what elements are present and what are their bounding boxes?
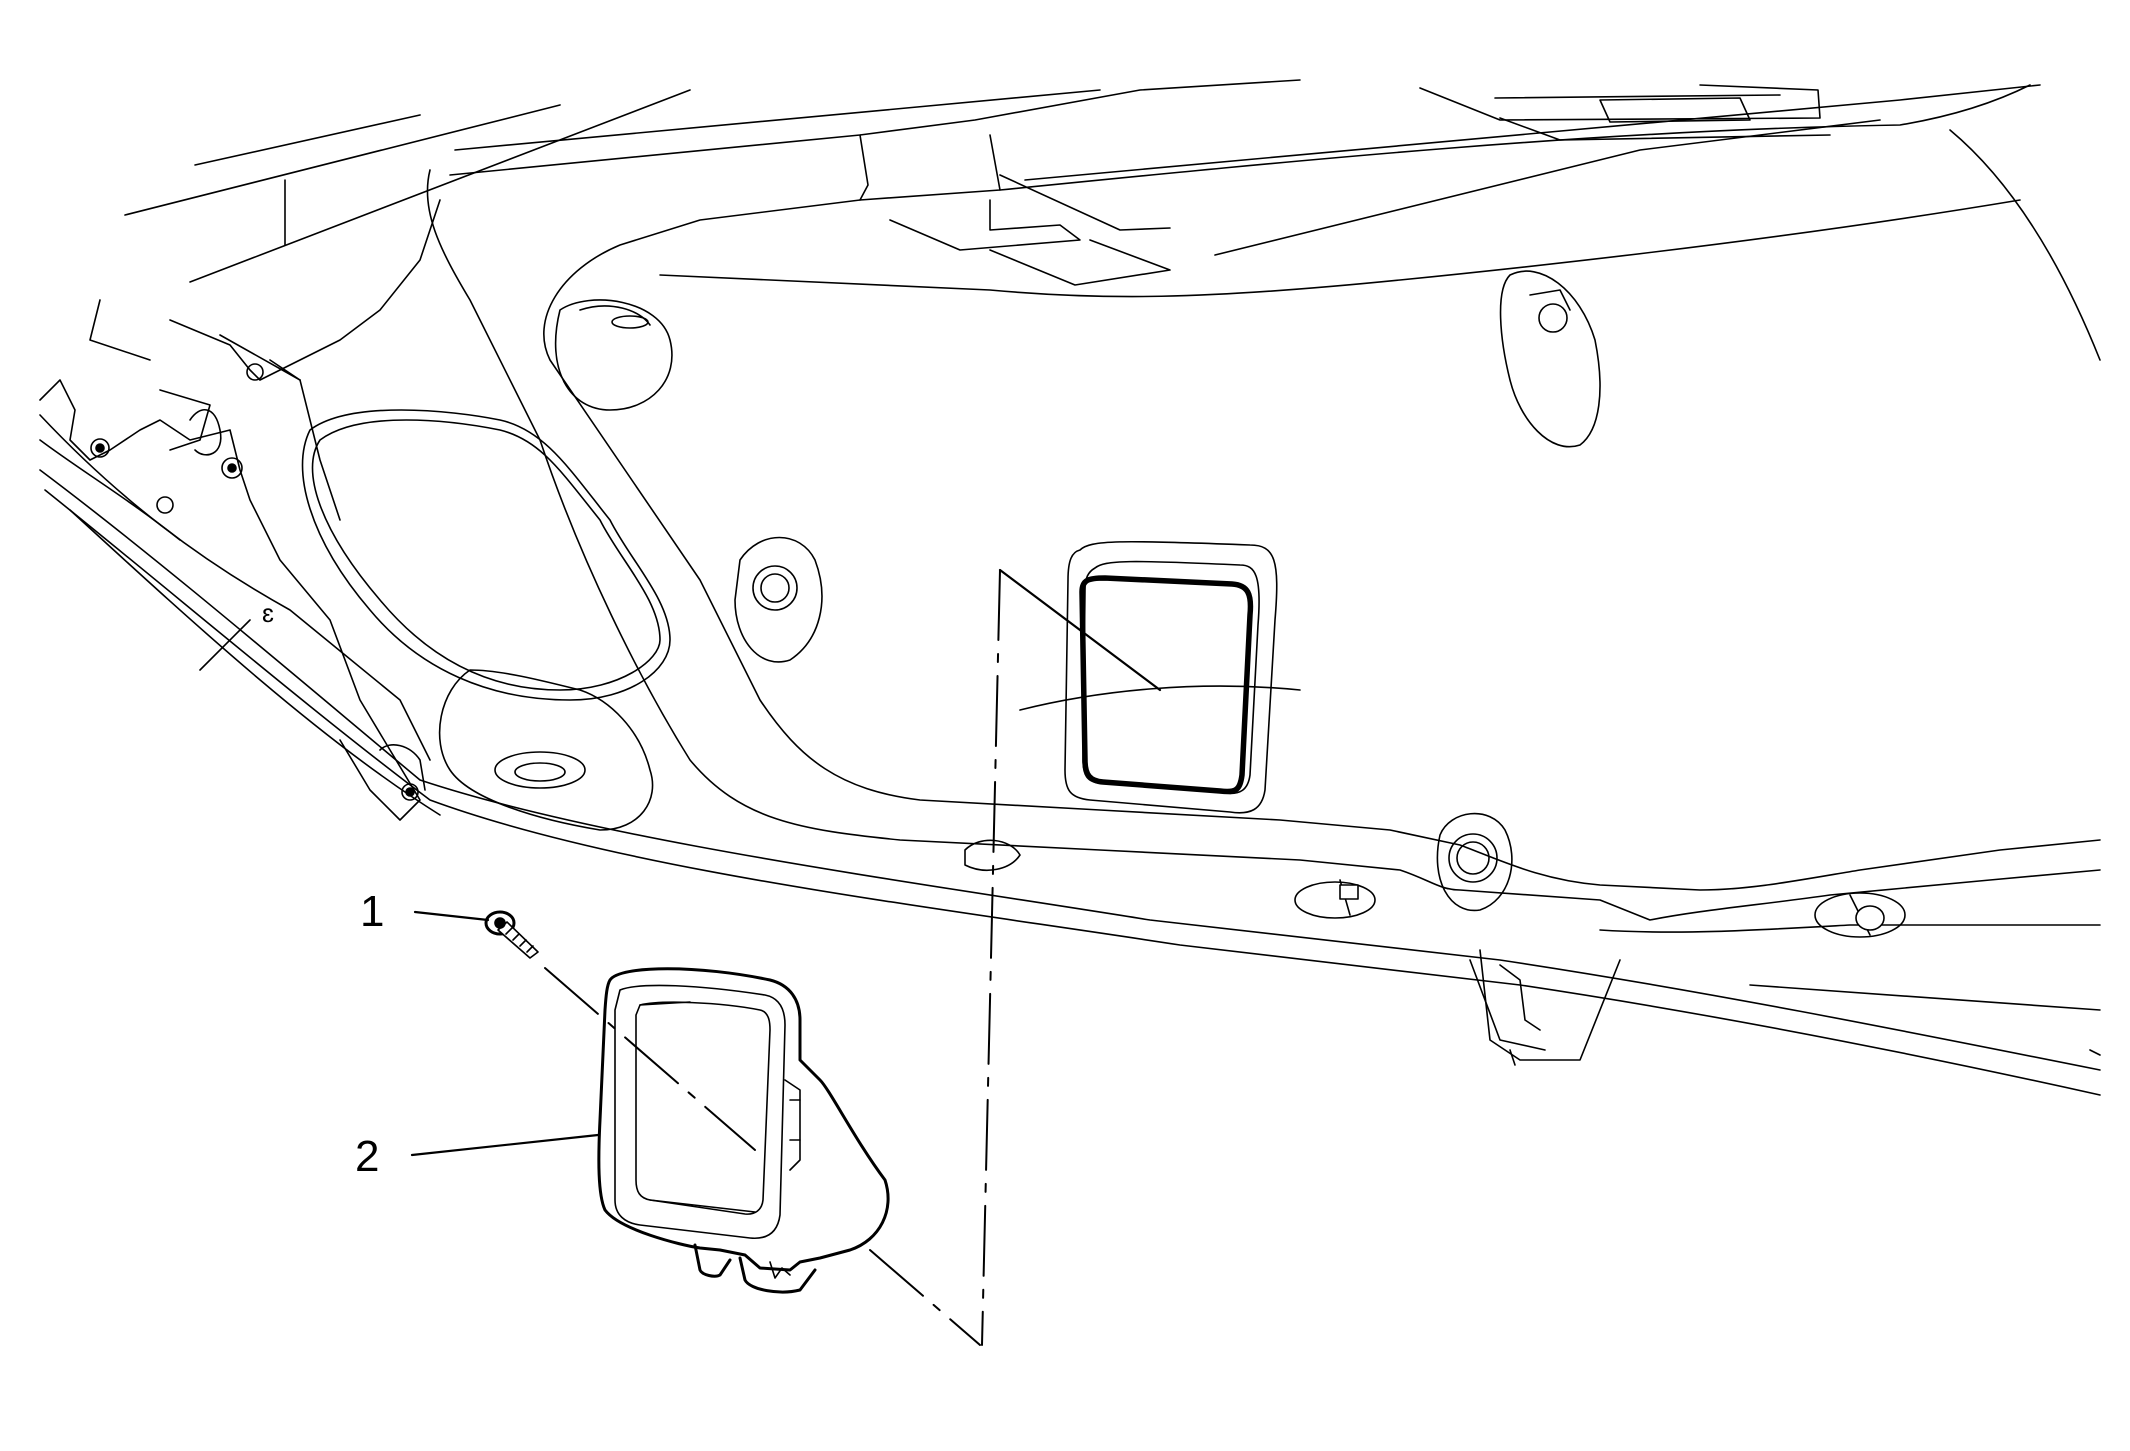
svg-text:ɛ: ɛ bbox=[262, 598, 274, 628]
assembly-centerline bbox=[869, 568, 1162, 1346]
upper-right-grommet bbox=[1499, 270, 1601, 448]
callout-leaders bbox=[410, 910, 600, 1157]
misc-fasteners bbox=[90, 363, 419, 801]
lower-left-mount bbox=[438, 669, 654, 831]
screw-install-line bbox=[544, 967, 756, 1151]
callout-label-2: 2 bbox=[355, 1132, 380, 1181]
access-opening bbox=[1064, 540, 1278, 814]
right-tab-bracket bbox=[1469, 949, 1621, 1066]
right-grommet bbox=[1436, 812, 1513, 912]
speaker-opening-left bbox=[301, 409, 671, 701]
callout-label-1: 1 bbox=[360, 887, 385, 936]
rear-panel-outline bbox=[426, 84, 2101, 921]
left-bracket-area: ɛ bbox=[39, 199, 441, 821]
upper-left-grommet bbox=[554, 299, 673, 411]
mid-grommet bbox=[734, 536, 823, 663]
access-cover bbox=[597, 967, 890, 1294]
retainer-clip-3 bbox=[964, 839, 1021, 871]
lower-sill bbox=[39, 414, 2101, 1096]
retainer-clip-1 bbox=[1294, 879, 1376, 919]
retainer-clip-2 bbox=[1814, 892, 1906, 938]
screw-fastener bbox=[484, 910, 539, 959]
